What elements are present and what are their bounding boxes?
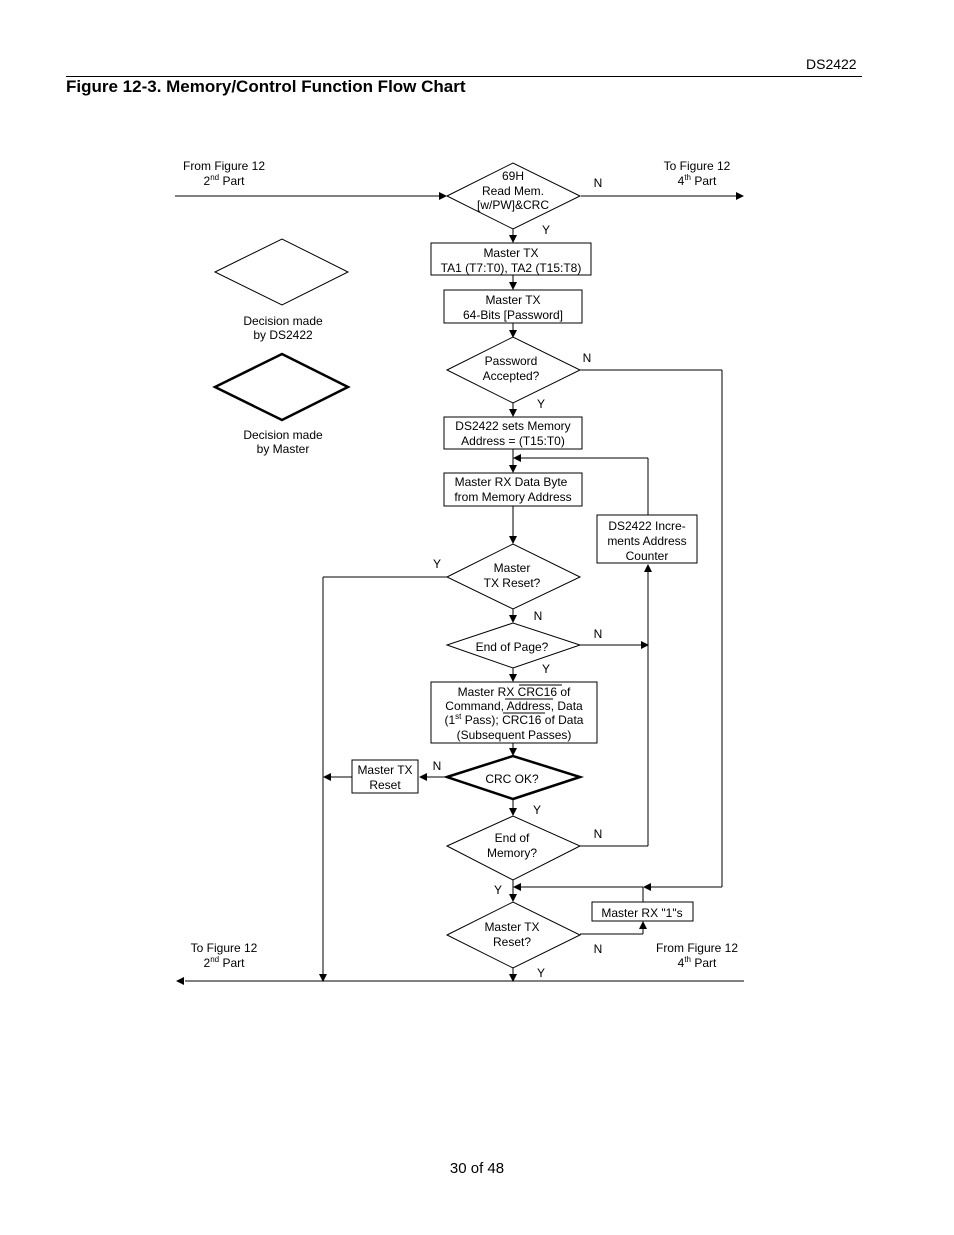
svg-text:ments Address: ments Address	[607, 534, 686, 548]
legend: Decision made by DS2422 Decision made by…	[212, 238, 351, 456]
tx-reset-decision-1: Master TX Reset?	[445, 543, 582, 610]
end-of-page-n-label: N	[594, 627, 603, 641]
rx-data-byte-box: Master RX Data Byte from Memory Address	[443, 472, 583, 507]
header-rule	[66, 76, 862, 77]
svg-text:Reset?: Reset?	[493, 935, 531, 949]
end-of-memory-decision: End of Memory?	[445, 815, 582, 881]
svg-text:Password: Password	[485, 354, 538, 368]
svg-text:To Figure 12: To Figure 12	[191, 941, 258, 955]
legend-ds2422-label-1: Decision made	[243, 314, 323, 328]
figure-title: Figure 12-3. Memory/Control Function Flo…	[66, 77, 466, 96]
to-figure-top-label: To Figure 12 4th Part	[664, 159, 731, 188]
end-of-memory-n-label: N	[594, 827, 603, 841]
end-of-memory-y-label: Y	[494, 883, 502, 897]
password-y-label: Y	[537, 397, 545, 411]
svg-text:Address = (T15:T0): Address = (T15:T0)	[461, 434, 565, 448]
svg-text:Reset: Reset	[369, 778, 401, 792]
master-tx-ta-box: Master TX TA1 (T7:T0), TA2 (T15:T8)	[430, 242, 592, 276]
from-figure-top-label: From Figure 12 2nd Part	[183, 159, 265, 188]
svg-text:Master RX "1"s: Master RX "1"s	[601, 906, 682, 920]
sets-address-box: DS2422 sets Memory Address = (T15:T0)	[443, 416, 583, 450]
end-of-page-decision: End of Page?	[445, 622, 582, 669]
svg-text:Memory?: Memory?	[487, 846, 537, 860]
svg-text:Master TX: Master TX	[483, 246, 538, 260]
svg-text:DS2422 sets Memory: DS2422 sets Memory	[455, 419, 570, 433]
svg-text:End of Page?: End of Page?	[476, 640, 549, 654]
legend-master-label-1: Decision made	[243, 428, 323, 442]
read-mem-decision: 69H Read Mem. [w/PW]&CRC	[445, 162, 582, 230]
tx-reset-2-y-label: Y	[537, 966, 545, 980]
svg-text:CRC OK?: CRC OK?	[485, 772, 539, 786]
svg-text:From Figure 12: From Figure 12	[656, 941, 738, 955]
svg-text:(1st Pass); CRC16 of Data: (1st Pass); CRC16 of Data	[445, 712, 584, 727]
part-number: DS2422	[806, 56, 857, 72]
svg-text:End of: End of	[495, 831, 530, 845]
svg-text:4th Part: 4th Part	[678, 955, 717, 970]
rx-ones-box: Master RX "1"s	[591, 901, 694, 922]
svg-text:DS2422 Incre-: DS2422 Incre-	[608, 519, 685, 533]
svg-text:4th Part: 4th Part	[678, 173, 717, 188]
svg-text:Master TX: Master TX	[357, 763, 412, 777]
password-n-label: N	[583, 351, 592, 365]
svg-text:Counter: Counter	[626, 549, 669, 563]
svg-text:2nd Part: 2nd Part	[204, 173, 246, 188]
crc-ok-decision: CRC OK?	[442, 754, 585, 801]
arrowheads	[176, 192, 744, 985]
svg-text:2nd Part: 2nd Part	[204, 955, 246, 970]
increment-counter-box: DS2422 Incre- ments Address Counter	[596, 514, 698, 564]
tx-reset-2-n-label: N	[594, 942, 603, 956]
svg-text:[w/PW]&CRC: [w/PW]&CRC	[477, 198, 549, 212]
svg-text:Master TX: Master TX	[484, 920, 539, 934]
svg-text:TX Reset?: TX Reset?	[484, 576, 541, 590]
svg-text:Master TX: Master TX	[485, 293, 540, 307]
svg-text:Master RX Data Byte: Master RX Data Byte	[455, 475, 568, 489]
rx-crc16-box: Master RX CRC16 of Command, Address, Dat…	[430, 681, 598, 744]
crc-n-label: N	[433, 759, 442, 773]
tx-reset-1-n-label: N	[534, 609, 543, 623]
legend-ds2422-diamond	[213, 238, 350, 306]
legend-ds2422-label-2: by DS2422	[253, 328, 313, 342]
svg-text:Accepted?: Accepted?	[483, 369, 540, 383]
svg-text:From Figure 12: From Figure 12	[183, 159, 265, 173]
from-figure-bottom-label: From Figure 12 4th Part	[656, 941, 738, 970]
read-mem-y-label: Y	[542, 223, 550, 237]
svg-text:69H: 69H	[502, 169, 524, 183]
to-figure-bottom-label: To Figure 12 2nd Part	[191, 941, 258, 970]
svg-text:To Figure 12: To Figure 12	[664, 159, 731, 173]
svg-text:(Subsequent Passes): (Subsequent Passes)	[457, 728, 572, 742]
page-number: 30 of 48	[449, 1160, 505, 1177]
tx-reset-1-y-label: Y	[433, 557, 441, 571]
svg-text:64-Bits [Password]: 64-Bits [Password]	[463, 308, 563, 322]
read-mem-n-label: N	[594, 176, 603, 190]
svg-text:from Memory Address: from Memory Address	[454, 490, 571, 504]
master-tx-password-box: Master TX 64-Bits [Password]	[443, 289, 583, 324]
master-tx-reset-box: Master TX Reset	[351, 759, 419, 794]
legend-master-label-2: by Master	[257, 442, 310, 456]
legend-master-diamond	[212, 352, 351, 422]
tx-reset-decision-2: Master TX Reset?	[445, 901, 582, 969]
crc-y-label: Y	[533, 803, 541, 817]
svg-text:Command, Address, Data: Command, Address, Data	[445, 699, 583, 713]
branch-labels: N Y N Y Y N N Y N Y N Y N Y	[433, 176, 603, 980]
end-of-page-y-label: Y	[542, 662, 550, 676]
svg-text:Read Mem.: Read Mem.	[482, 184, 544, 198]
svg-text:Master: Master	[494, 561, 531, 575]
svg-text:Master RX CRC16 of: Master RX CRC16 of	[458, 685, 571, 699]
password-accepted-decision: Password Accepted?	[445, 336, 582, 404]
svg-text:TA1 (T7:T0), TA2 (T15:T8): TA1 (T7:T0), TA2 (T15:T8)	[441, 261, 582, 275]
